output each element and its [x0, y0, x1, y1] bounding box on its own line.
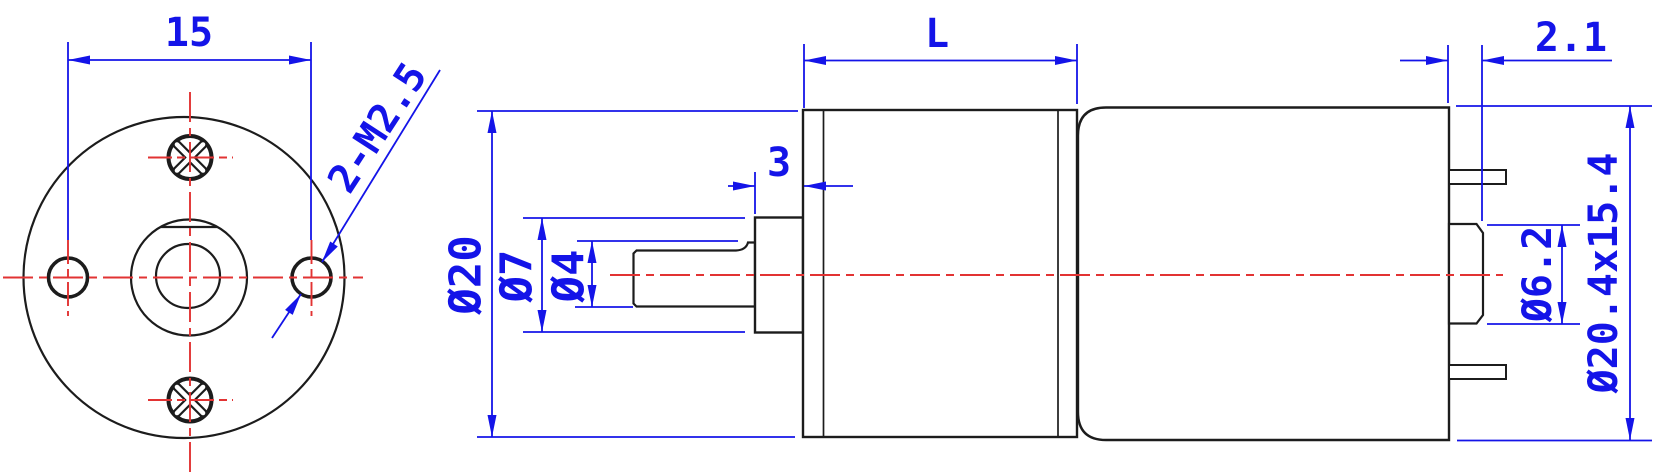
dim-motor-body-size: Ø20.4x15.4 — [1456, 105, 1652, 442]
motor-body — [1076, 106, 1451, 442]
gearbox-body — [801, 108, 1079, 439]
arrowhead — [1426, 56, 1448, 65]
dim-rear-boss-diameter: Ø6.2 — [1487, 224, 1580, 325]
arrowhead — [1625, 418, 1635, 440]
arrowhead — [1055, 56, 1077, 65]
dim-shaft-diameter: Ø4 — [544, 240, 738, 308]
leader-line — [321, 69, 441, 263]
dim-rear-boss-protrusion: 2.1 — [1400, 15, 1612, 221]
dim-mounting-holes: 2-M2.5 — [271, 55, 441, 339]
dim-gearbox-diameter: Ø20 — [441, 110, 798, 438]
dim-label-front-boss-diameter: Ø7 — [492, 250, 543, 304]
arrowhead — [537, 218, 547, 240]
dim-label-motor-body-size: Ø20.4x15.4 — [1581, 153, 1627, 395]
arrowhead — [1557, 302, 1567, 324]
terminal-tab-top — [1448, 169, 1507, 185]
terminal-tab-bottom — [1448, 364, 1507, 380]
dim-label-mounting-holes: 2-M2.5 — [319, 55, 436, 201]
arrowhead — [587, 285, 597, 307]
arrowhead — [537, 310, 547, 332]
arrowhead — [733, 181, 755, 191]
arrowhead — [1557, 225, 1567, 247]
side-view — [632, 106, 1507, 442]
dim-label-hole-spacing: 15 — [165, 10, 213, 56]
arrowhead — [289, 55, 311, 65]
rear-boss — [1447, 222, 1485, 325]
arrowhead — [322, 241, 338, 262]
arrowhead — [487, 415, 497, 437]
dim-front-boss-diameter: Ø7 — [492, 217, 745, 333]
arrowhead — [487, 111, 497, 133]
arrowhead — [587, 241, 597, 263]
dim-label-front-boss-length: 3 — [767, 140, 791, 186]
arrowhead — [1482, 56, 1504, 65]
centerlines — [3, 92, 1503, 473]
arrowhead — [68, 55, 90, 65]
shaft-circle — [154, 242, 222, 310]
dim-gearbox-length: L — [803, 11, 1078, 108]
dim-label-rear-boss-diameter: Ø6.2 — [1515, 226, 1561, 323]
arrowhead — [804, 181, 826, 191]
output-shaft — [632, 241, 757, 308]
dim-label-gearbox-length: L — [925, 11, 949, 57]
arrowhead — [1625, 106, 1635, 128]
dim-label-shaft-diameter: Ø4 — [544, 250, 595, 304]
arrowhead — [804, 56, 826, 65]
arrowhead — [285, 294, 301, 315]
dim-front-boss-length: 3 — [728, 140, 853, 214]
dim-label-gearbox-diameter: Ø20 — [441, 235, 492, 315]
dim-hole-spacing: 15 — [67, 10, 312, 240]
dim-label-rear-boss-protrusion: 2.1 — [1535, 15, 1607, 61]
